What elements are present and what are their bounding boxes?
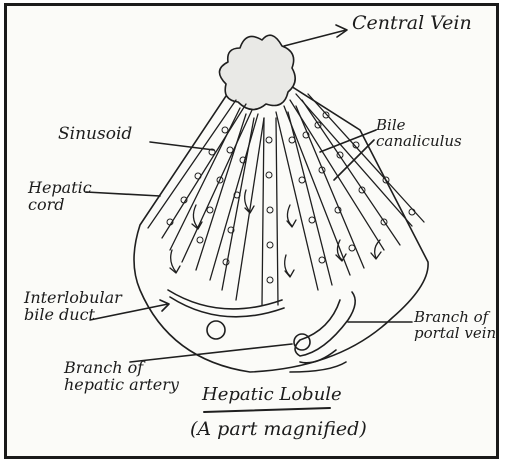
title-underline [204, 408, 330, 412]
central-vein-arrow [284, 30, 346, 46]
interlobular-label-line2: bile duct [24, 307, 122, 324]
hepatic-cord-label-line2: cord [28, 197, 92, 214]
portal-vein-branch [295, 292, 355, 356]
lobule-outline [134, 60, 428, 372]
interlobular-bile-duct-label: Interlobular bile duct [24, 290, 122, 324]
branch-portal-label-line2: portal vein [414, 326, 496, 342]
diagram-subtitle: (A part magnified) [190, 420, 367, 440]
hepatic-cord-label: Hepatic cord [28, 180, 92, 214]
bile-canaliculus-label-line2: canaliculus [376, 134, 462, 150]
branch-portal-vein-label: Branch of portal vein [414, 310, 496, 342]
branch-hepatic-artery-label: Branch of hepatic artery [64, 360, 179, 394]
branch-hepatic-label-line2: hepatic artery [64, 377, 179, 394]
hepatic-cord-pointer [86, 192, 160, 196]
diagram-title: Hepatic Lobule [202, 386, 342, 405]
central-vein-label: Central Vein [352, 14, 472, 34]
bile-canaliculus-label: Bile canaliculus [376, 118, 462, 150]
bile-canaliculus-pointer [320, 130, 376, 152]
sinusoid-label: Sinusoid [58, 126, 132, 144]
